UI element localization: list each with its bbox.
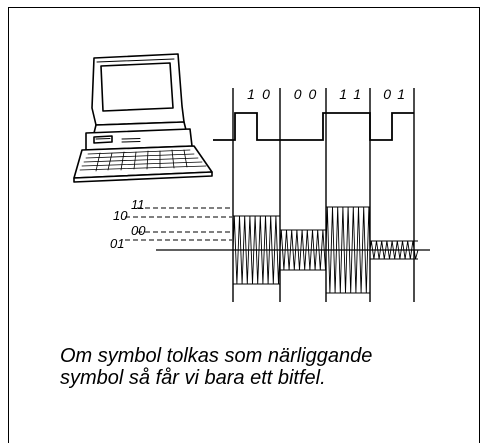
waveform-segment — [232, 215, 281, 285]
level-lines — [125, 207, 232, 241]
bit-label: 1 — [339, 86, 347, 102]
level-label-10: 10 — [113, 208, 128, 223]
computer-icon — [73, 53, 213, 183]
figure-frame — [8, 7, 480, 443]
caption-line-1: Om symbol tolkas som närliggande — [60, 345, 373, 367]
modulated-waveform — [232, 206, 419, 294]
caption-line-2: symbol så får vi bara ett bitfel. — [60, 367, 326, 389]
level-label-11: 11 — [131, 197, 145, 212]
waveform-envelope — [280, 229, 326, 271]
bit-label: 1 — [353, 86, 361, 102]
waveform-segment — [279, 229, 327, 271]
bit-label: 0 — [262, 86, 270, 102]
waveform-envelope — [233, 215, 280, 285]
caption: Om symbol tolkas som närliggande symbol … — [60, 345, 460, 389]
bit-label: 1 — [247, 86, 255, 102]
bit-label: 1 — [397, 86, 405, 102]
digital-signal-line — [213, 112, 414, 141]
bit-label: 0 — [383, 86, 391, 102]
waveform-segment — [369, 240, 419, 260]
waveform-envelope — [326, 206, 370, 294]
bit-label: 0 — [294, 86, 302, 102]
bit-label: 0 — [309, 86, 317, 102]
level-label-01: 01 — [110, 236, 124, 251]
waveform-envelope — [370, 240, 418, 260]
level-label-00: 00 — [131, 223, 146, 238]
